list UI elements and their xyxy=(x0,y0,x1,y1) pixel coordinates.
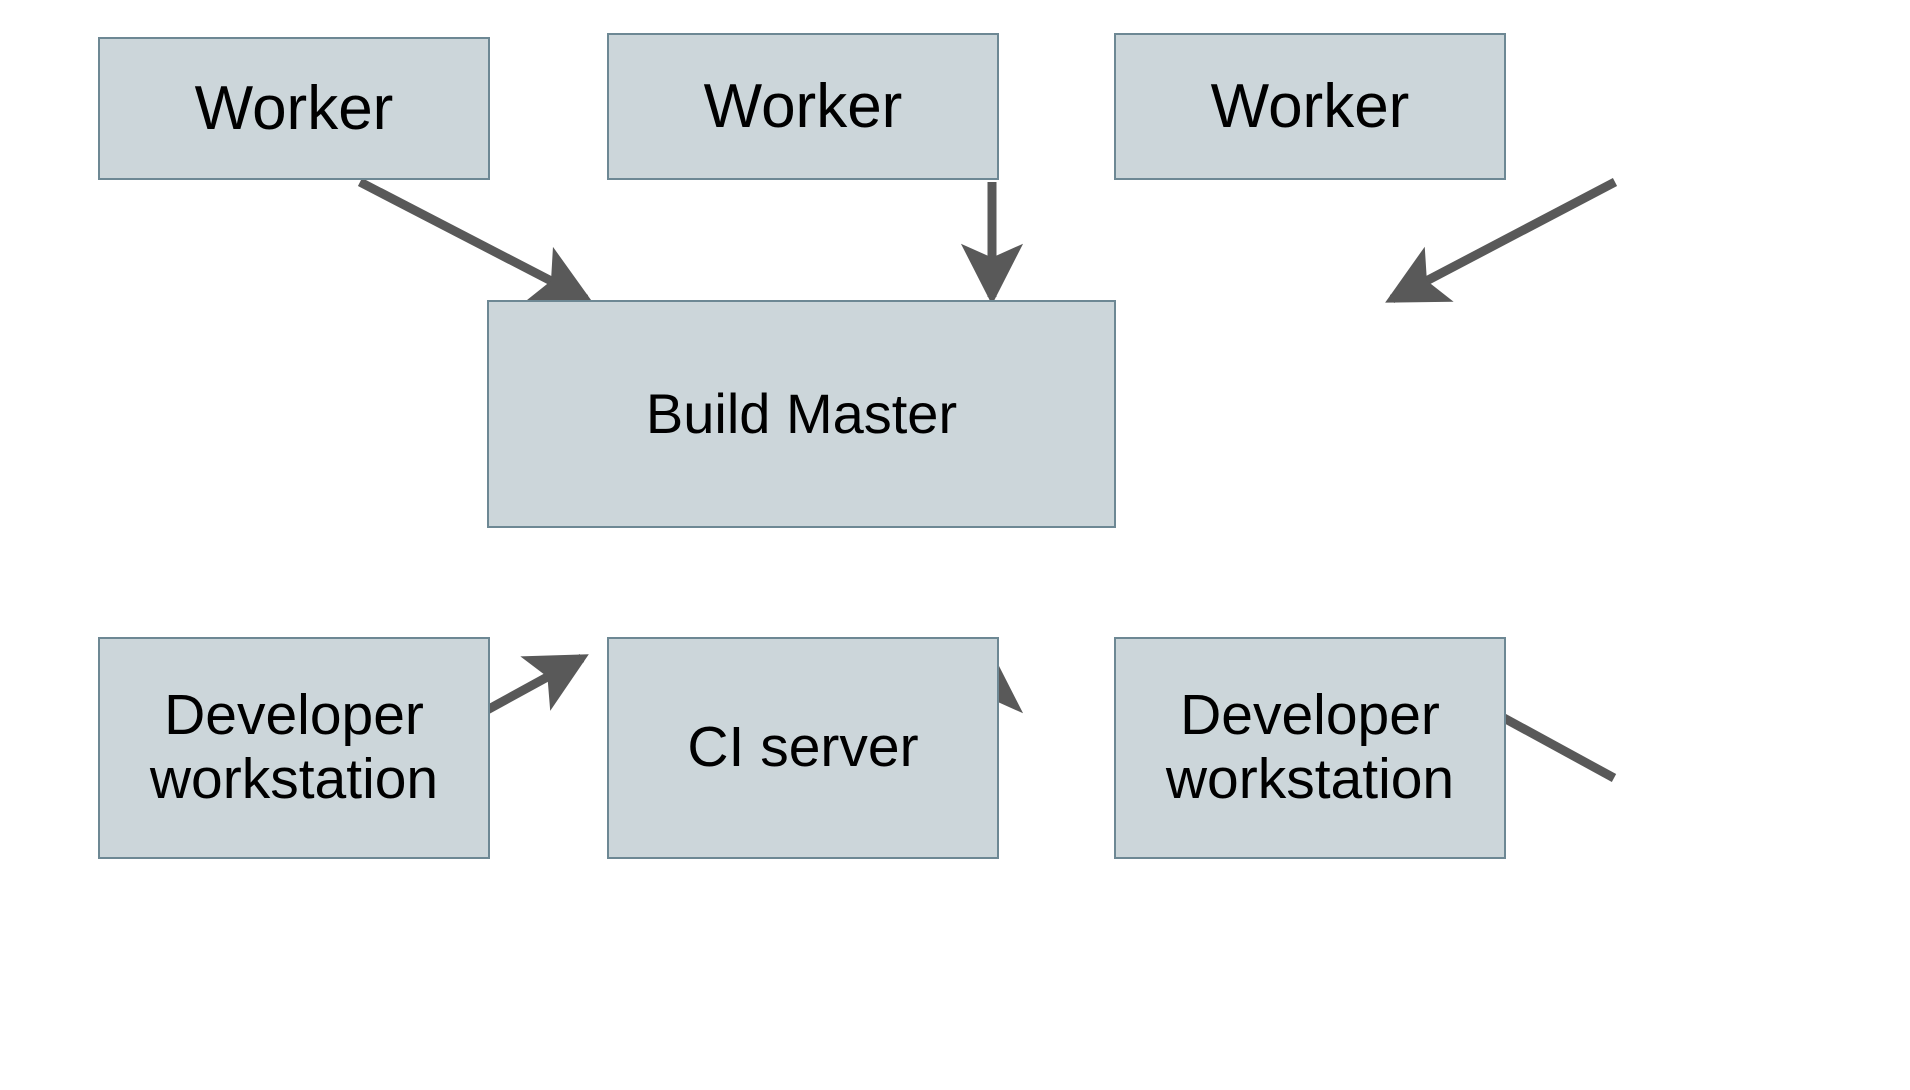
node-build-master[interactable]: Build Master xyxy=(487,300,1116,528)
node-build-master-label: Build Master xyxy=(645,381,958,445)
node-developer-workstation-1-label: Developer workstation xyxy=(149,683,439,811)
node-worker-1-label: Worker xyxy=(194,73,394,143)
node-ci-server-label: CI server xyxy=(687,715,919,780)
node-developer-workstation-2-label: Developer workstation xyxy=(1165,683,1455,811)
node-worker-3-label: Worker xyxy=(1210,71,1410,141)
edge-worker3-to-master xyxy=(1385,178,1618,303)
node-developer-workstation-1[interactable]: Developer workstation xyxy=(98,637,490,859)
node-worker-2[interactable]: Worker xyxy=(607,33,999,180)
node-worker-2-label: Worker xyxy=(703,71,903,141)
node-worker-3[interactable]: Worker xyxy=(1114,33,1506,180)
node-developer-workstation-2[interactable]: Developer workstation xyxy=(1114,637,1506,859)
edge-worker1-to-master xyxy=(357,178,593,303)
node-worker-1[interactable]: Worker xyxy=(98,37,490,180)
node-ci-server[interactable]: CI server xyxy=(607,637,999,859)
